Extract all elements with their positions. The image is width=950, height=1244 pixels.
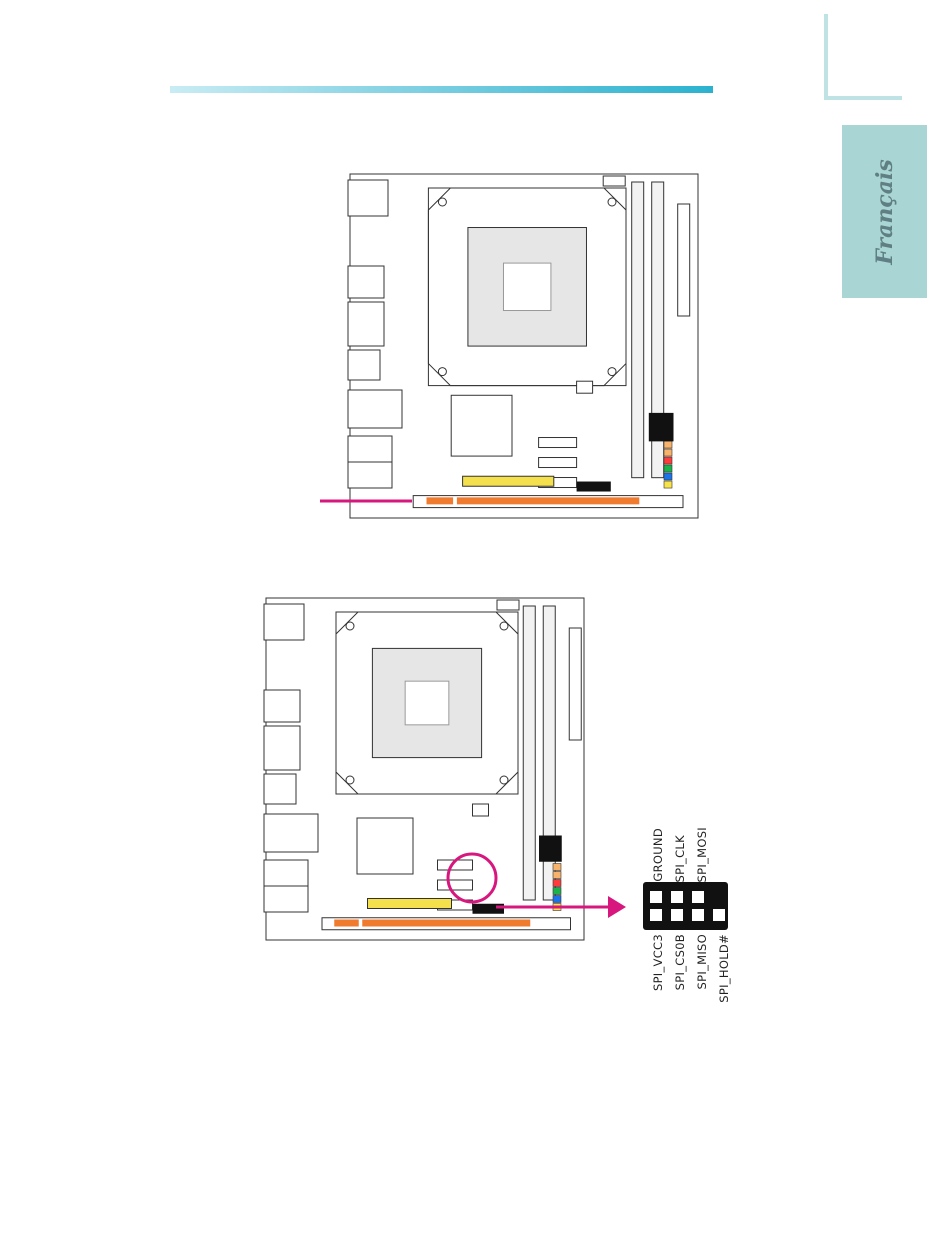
page-corner-horizontal-line	[824, 96, 902, 100]
cpu-socket-center	[405, 681, 449, 725]
pin-label-spi-vcc3: SPI_VCC3	[651, 934, 665, 991]
pin-label-spi-mosi: SPI_MOSI	[695, 827, 709, 882]
pin	[650, 891, 662, 903]
pcie-slot-long-segment	[457, 497, 639, 504]
io-port	[348, 302, 384, 346]
fan-header	[603, 176, 625, 186]
yellow-header-row	[463, 476, 554, 486]
spi-pin-header	[643, 882, 728, 930]
language-tab-label: Français	[872, 159, 898, 264]
io-port	[348, 350, 380, 380]
io-port	[264, 886, 308, 912]
io-port	[264, 604, 304, 640]
io-port	[348, 180, 388, 216]
cpu-socket-center	[503, 263, 550, 310]
front-panel-pin	[664, 481, 672, 488]
io-port	[348, 436, 392, 462]
io-port	[264, 690, 300, 722]
io-port	[264, 860, 308, 886]
fan-header	[497, 600, 519, 610]
yellow-header-row	[368, 899, 452, 909]
spi-header	[577, 482, 611, 492]
debug-led-display	[649, 413, 674, 442]
page-corner-vertical-line	[824, 14, 828, 100]
pin-label-ground: GROUND	[651, 828, 665, 882]
highlight-callout	[440, 850, 640, 930]
io-port	[264, 726, 300, 770]
language-tab[interactable]: Français	[842, 125, 927, 298]
header-gradient-bar	[170, 86, 713, 93]
motherboard-diagram-top	[322, 170, 702, 522]
front-panel-pin	[664, 457, 672, 464]
front-panel-pin	[664, 465, 672, 472]
fan-header	[473, 804, 489, 816]
pin	[650, 909, 662, 921]
pin-label-spi-hold: SPI_HOLD#	[717, 934, 731, 1003]
highlight-circle	[448, 854, 496, 902]
chipset	[357, 818, 413, 874]
io-port	[348, 266, 384, 298]
arrow-right-icon	[608, 896, 626, 918]
pointer-line	[320, 496, 420, 506]
dimm-slot	[632, 182, 644, 478]
pin-label-spi-miso: SPI_MISO	[695, 934, 709, 989]
front-panel-pin	[664, 441, 672, 448]
front-panel-pin	[664, 473, 672, 480]
io-port	[348, 390, 402, 428]
atx-power-connector	[678, 204, 690, 316]
pin	[692, 891, 704, 903]
pin	[692, 909, 704, 921]
pin-label-spi-clk: SPI_CLK	[673, 835, 687, 882]
pin	[671, 909, 683, 921]
chipset	[451, 395, 512, 456]
pcie-slot-short-segment	[334, 920, 359, 927]
io-port	[264, 814, 318, 852]
pcie-slot-short-segment	[427, 497, 454, 504]
io-port	[348, 462, 392, 488]
pin-label-spi-cs0b: SPI_CS0B	[673, 934, 687, 990]
atx-power-connector	[569, 628, 581, 740]
pin	[713, 909, 725, 921]
fan-header	[577, 381, 593, 393]
front-panel-pin	[664, 449, 672, 456]
io-port	[264, 774, 296, 804]
pin-labels-bottom: SPI_VCC3 SPI_CS0B SPI_MISO SPI_HOLD#	[647, 934, 737, 1034]
sata-port	[539, 438, 577, 448]
pin	[671, 891, 683, 903]
pin-labels-top: GROUND SPI_CLK SPI_MOSI	[647, 782, 727, 882]
sata-port	[539, 458, 577, 468]
